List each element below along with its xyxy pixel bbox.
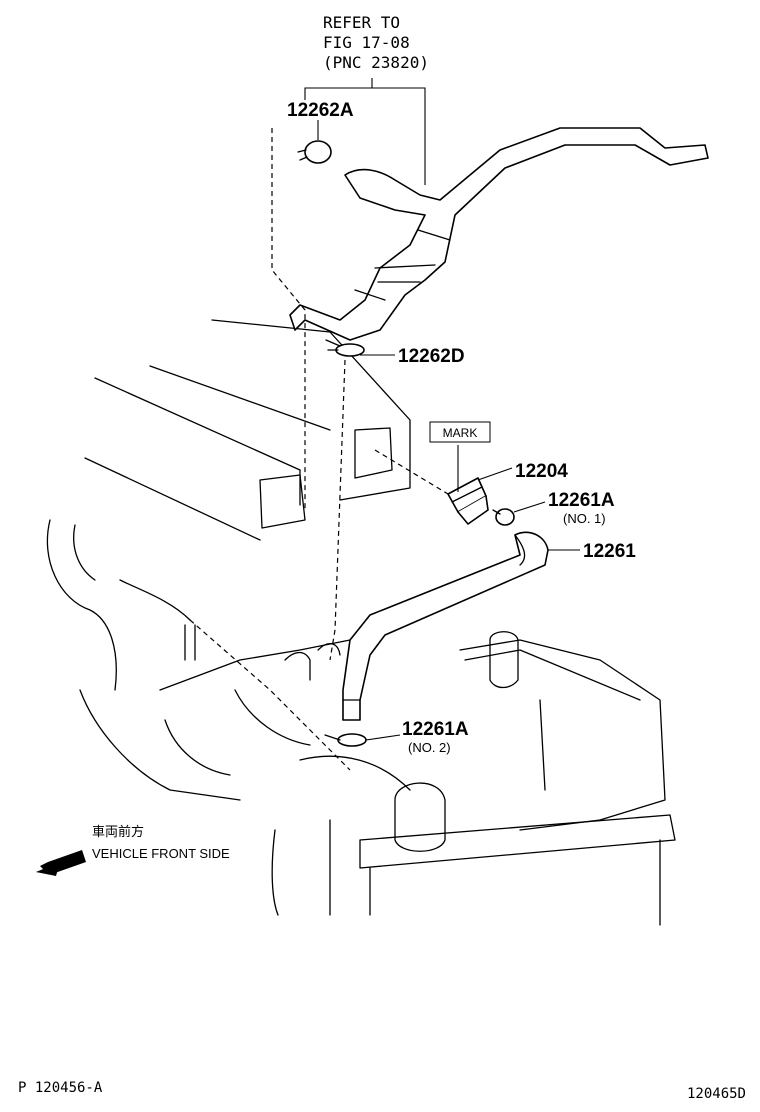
- clamp-12262a: [297, 140, 332, 164]
- label-12204: 12204: [515, 461, 568, 482]
- label-12261a-no2: 12261A: [402, 719, 469, 740]
- label-mark: MARK: [443, 426, 478, 440]
- footer-right-code: 120465D: [687, 1086, 746, 1102]
- engine-block-drawing: [46, 319, 676, 926]
- clamp-12261a-no2: [324, 733, 367, 747]
- reference-line2: FIG 17-08: [323, 33, 410, 52]
- mark-box: [429, 421, 491, 443]
- direction-japanese: 車両前方: [92, 824, 144, 839]
- label-12262a: 12262A: [287, 100, 354, 121]
- label-12261: 12261: [583, 541, 636, 562]
- front-arrow-icon: [36, 850, 86, 876]
- note-no1: (NO. 1): [563, 511, 606, 526]
- footer-left-code: P 120456-A: [18, 1080, 103, 1096]
- sensor-12204: [447, 477, 489, 525]
- hose-12261: [342, 531, 549, 721]
- direction-english: VEHICLE FRONT SIDE: [92, 846, 230, 861]
- assembly-dashed-lines: [189, 128, 449, 771]
- clamp-12261a-no1: [492, 508, 515, 526]
- label-12262d: 12262D: [398, 346, 465, 367]
- reference-line1: REFER TO: [323, 13, 400, 32]
- upper-hose-assembly: [289, 127, 709, 341]
- reference-line3: (PNC 23820): [323, 53, 429, 72]
- leader-lines: [304, 78, 580, 741]
- note-no2: (NO. 2): [408, 740, 451, 755]
- label-12261a-no1: 12261A: [548, 490, 615, 511]
- clamp-12262d: [325, 339, 365, 357]
